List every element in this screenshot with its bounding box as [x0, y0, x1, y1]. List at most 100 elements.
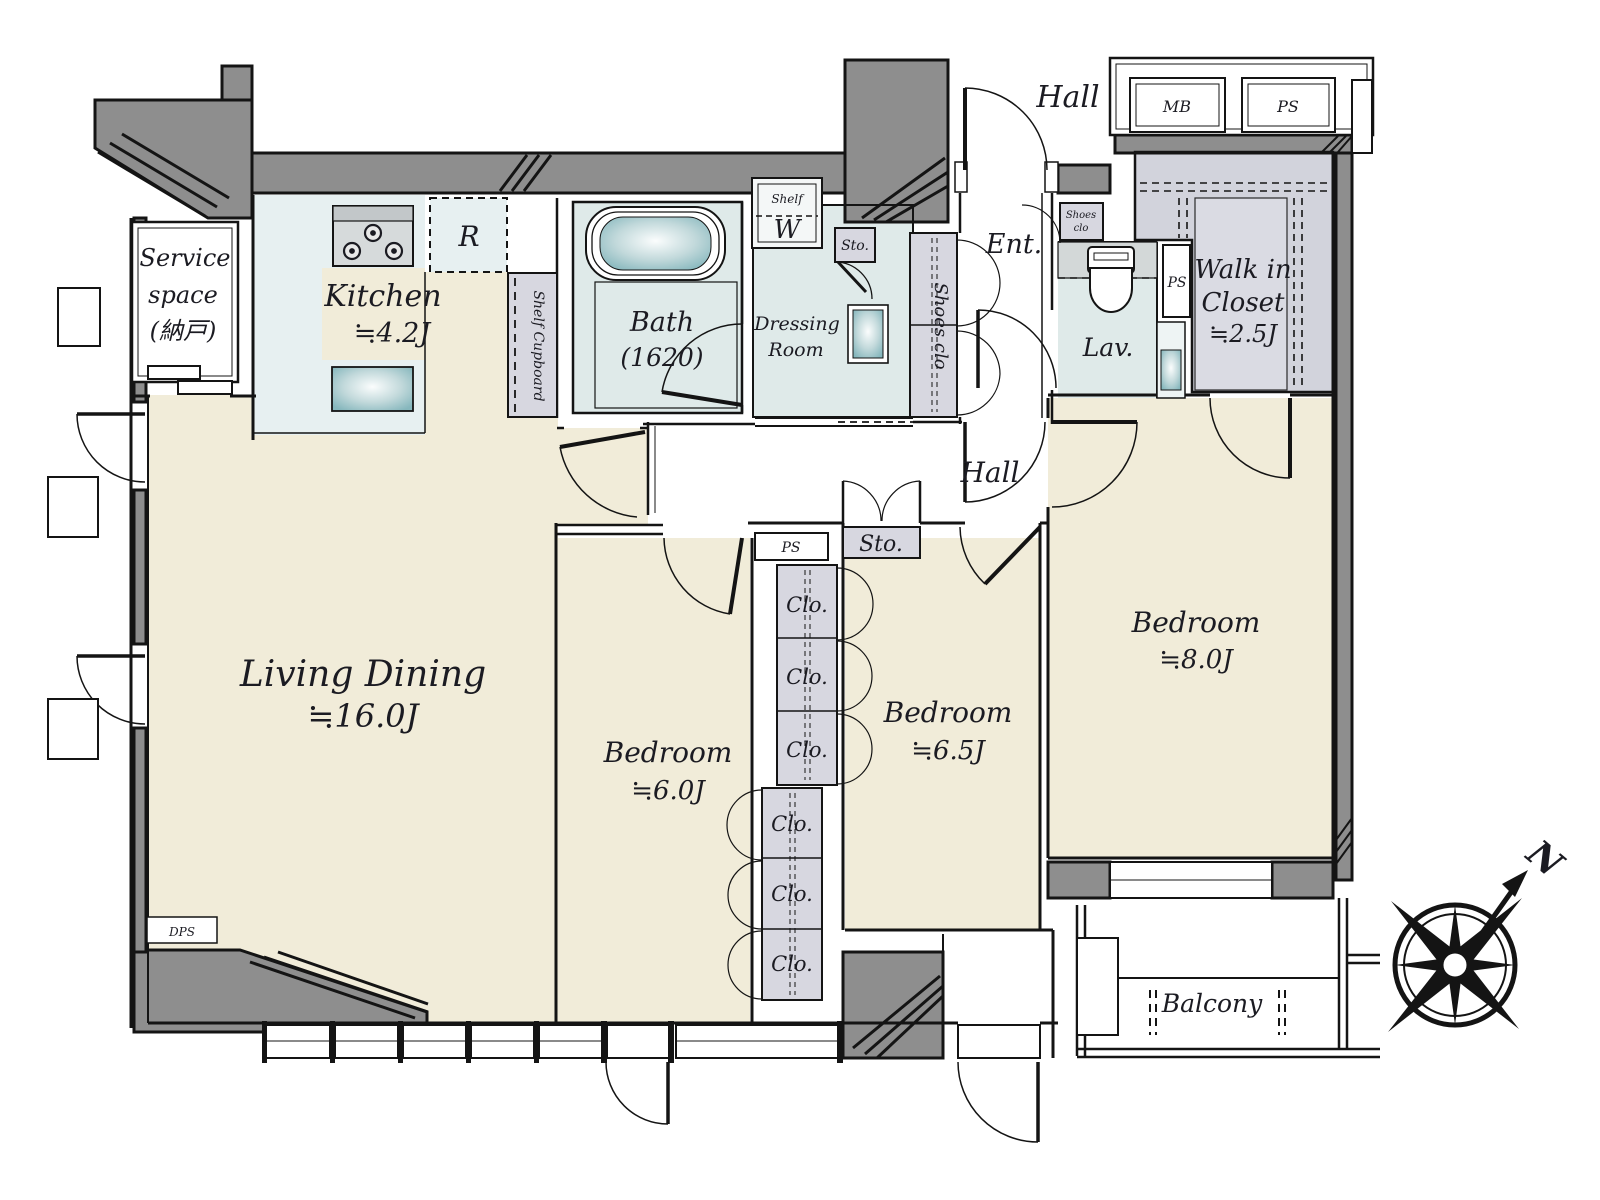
closet-label-1: Clo.	[786, 593, 828, 617]
doors	[76, 87, 1292, 1143]
washing-machine-label: W	[774, 215, 803, 245]
bedroom-6-5-label: Bedroom	[883, 696, 1013, 729]
lav-basin	[1160, 349, 1182, 391]
closet-doors-right	[836, 567, 874, 785]
kitchen-label-floor	[322, 268, 425, 360]
bedroom-8-0-size: ≒8.0J	[1159, 645, 1234, 675]
wic-hanger-rails	[1140, 182, 1328, 388]
living-dining-size: ≒16.0J	[308, 697, 421, 735]
living-dining-floor-upper	[556, 428, 648, 525]
closet-label-6: Clo.	[771, 952, 813, 976]
bedroom-8-0-label: Bedroom	[1131, 606, 1261, 639]
wall-left-c	[132, 726, 148, 954]
closet-label-5: Clo.	[771, 882, 813, 906]
service-space-label-3: (納戸)	[150, 317, 217, 345]
labels: Service space (納戸) Kitchen ≒4.2J R Shelf…	[140, 80, 1573, 1018]
left-exterior-box-b	[47, 698, 99, 760]
hall-fixtures	[754, 480, 922, 561]
laundry-shelf-label: Shelf	[771, 192, 805, 206]
pipe-space-top-box	[1241, 77, 1336, 133]
meter-pipe-strip	[1108, 56, 1375, 154]
compass-hub	[1438, 948, 1472, 982]
entrance-label: Ent.	[985, 229, 1043, 260]
column-top-middle	[843, 58, 950, 224]
wic-label-1: Walk in	[1194, 255, 1291, 285]
wic-size: ≒2.5J	[1209, 320, 1278, 348]
balcony	[1075, 898, 1380, 1059]
pipe-space-hall-label: PS	[780, 540, 800, 556]
dressing-label-1: Dressing	[753, 313, 840, 335]
storage-dressing-box	[834, 227, 876, 263]
bedroom-6-0-label: Bedroom	[603, 736, 733, 769]
left-exterior-box-a	[47, 476, 99, 538]
closet-label-2: Clo.	[786, 665, 828, 689]
closet-doors-left	[726, 789, 763, 1000]
wall-right	[1334, 151, 1354, 882]
shelf-cupboard	[507, 272, 558, 418]
wic-label-2: Closet	[1201, 288, 1285, 318]
bath-size: (1620)	[620, 343, 703, 372]
shoes-closet-small-label-1: Shoes	[1066, 210, 1096, 221]
dps-label: DPS	[168, 925, 195, 939]
lavatory-label: Lav.	[1082, 333, 1134, 362]
wall-right-of-entry	[1056, 163, 1112, 195]
wall-band-top-right	[1113, 133, 1354, 155]
kitchen-fixtures	[331, 197, 558, 418]
closet-label-4: Clo.	[771, 812, 813, 836]
shoes-closet-label: Shoes clo	[930, 282, 951, 369]
wall-left-b	[132, 488, 148, 646]
meter-box-label: MB	[1162, 97, 1191, 116]
storage-hall-label: Sto.	[859, 532, 903, 557]
dressing-sliding-door	[755, 417, 913, 427]
bedroom-6-0-floor	[558, 538, 750, 1023]
closet-label-3: Clo.	[786, 738, 828, 762]
bedroom-6-0-size: ≒6.0J	[631, 776, 706, 806]
storage-dressing-label: Sto.	[841, 238, 869, 254]
compass-north-label: N	[1518, 832, 1573, 887]
refrigerator-space	[429, 197, 508, 273]
bedroom-6-5-size: ≒6.5J	[911, 736, 986, 766]
shelf-cupboard-label: Shelf Cupboard	[530, 290, 546, 401]
pipe-space-lav-box	[1162, 244, 1191, 318]
bottom-window-row	[262, 1021, 1041, 1063]
balcony-label: Balcony	[1161, 989, 1263, 1018]
kitchen-label: Kitchen	[323, 279, 441, 314]
windows	[47, 287, 1273, 1063]
service-space-label-2: space	[148, 281, 218, 309]
hall-center-label: Hall	[959, 456, 1019, 489]
service-space-room	[130, 220, 240, 395]
hall-top-label: Hall	[1035, 80, 1099, 115]
kitchen-open-floor	[425, 272, 512, 435]
living-dining-label: Living Dining	[239, 654, 486, 695]
shoes-closet-small	[1059, 202, 1104, 241]
wall-hatches	[97, 132, 1353, 1060]
bedroom-6-5-floor	[845, 538, 1040, 930]
bedroom-8-0-floor	[1048, 398, 1333, 858]
service-space-label-1: Service	[140, 244, 231, 272]
balcony-divider	[1076, 937, 1119, 1036]
service-space-sliding-door-2	[177, 380, 233, 395]
toilet-bowl	[1089, 267, 1133, 313]
storage-hall-box	[842, 526, 921, 559]
compass-rose	[1388, 870, 1528, 1032]
kitchen-size: ≒4.2J	[354, 318, 433, 349]
north-arrow-head	[1502, 870, 1528, 897]
stove-back-panel	[332, 205, 414, 222]
shoes-closet-doors	[956, 239, 1001, 416]
bath-label: Bath	[629, 307, 694, 338]
wall-stub-bottom-right-a	[1046, 860, 1112, 900]
wic-inner	[1194, 197, 1288, 391]
stove-burner-icons	[342, 223, 404, 261]
service-space-sliding-door	[147, 365, 201, 380]
wet-area-fixtures	[571, 177, 1191, 427]
closet-columns	[726, 564, 874, 1001]
column-top-left	[93, 98, 254, 220]
bathtub-water	[599, 216, 712, 271]
column-step-top-left	[220, 64, 254, 104]
entrance-fixtures	[909, 202, 1104, 418]
left-exterior-box-c	[57, 287, 101, 347]
pipe-space-top-label: PS	[1276, 97, 1299, 116]
washer-space	[751, 177, 823, 249]
